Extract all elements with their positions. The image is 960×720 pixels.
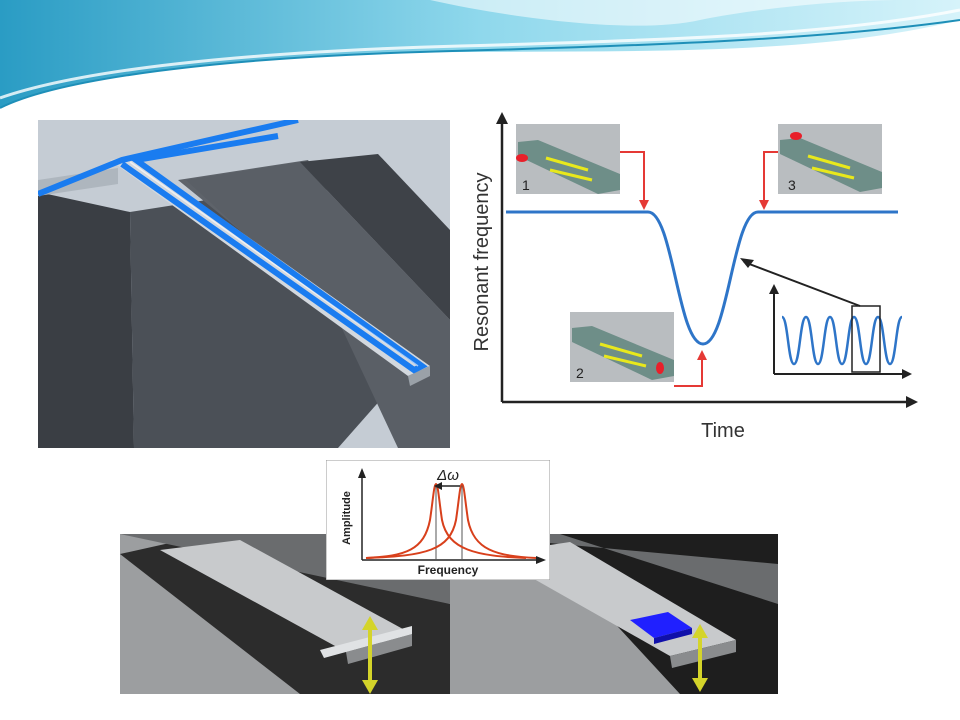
cantilever-panels: [120, 534, 778, 694]
inset-2: 2: [570, 312, 674, 382]
added-mass: [630, 612, 692, 638]
inset-3-label: 3: [788, 177, 796, 193]
inset-1: 1: [516, 124, 620, 194]
x-axis-label: Time: [701, 420, 745, 442]
shift-label: Δω: [436, 467, 459, 484]
inset-1-arrow: [620, 151, 645, 202]
spectrum-chart: Amplitude Frequency Δω: [326, 460, 550, 580]
resonance-chart: Resonant frequency Time 1 3 2: [458, 112, 928, 448]
spectrum-peak-shifted: [365, 482, 527, 559]
inset-3: 3: [778, 124, 882, 194]
inset-2-arrow: [674, 358, 703, 387]
spectrum-y-label: Amplitude: [341, 491, 353, 545]
spectrum-peak-original: [365, 482, 537, 559]
frequency-curve: [506, 210, 898, 346]
header-swoosh: [0, 0, 960, 109]
zoom-box: [851, 305, 881, 373]
inset-2-label: 2: [576, 365, 584, 381]
cantilever-loaded: [450, 534, 778, 694]
channel-cantilever-render: [38, 120, 450, 448]
oscillation-wave: [780, 315, 904, 366]
inset-3-arrow: [763, 151, 778, 202]
spectrum-x-label: Frequency: [418, 563, 479, 577]
inset-1-label: 1: [522, 177, 530, 193]
y-axis-label: Resonant frequency: [471, 172, 493, 351]
oscillation-inset: [740, 258, 912, 379]
